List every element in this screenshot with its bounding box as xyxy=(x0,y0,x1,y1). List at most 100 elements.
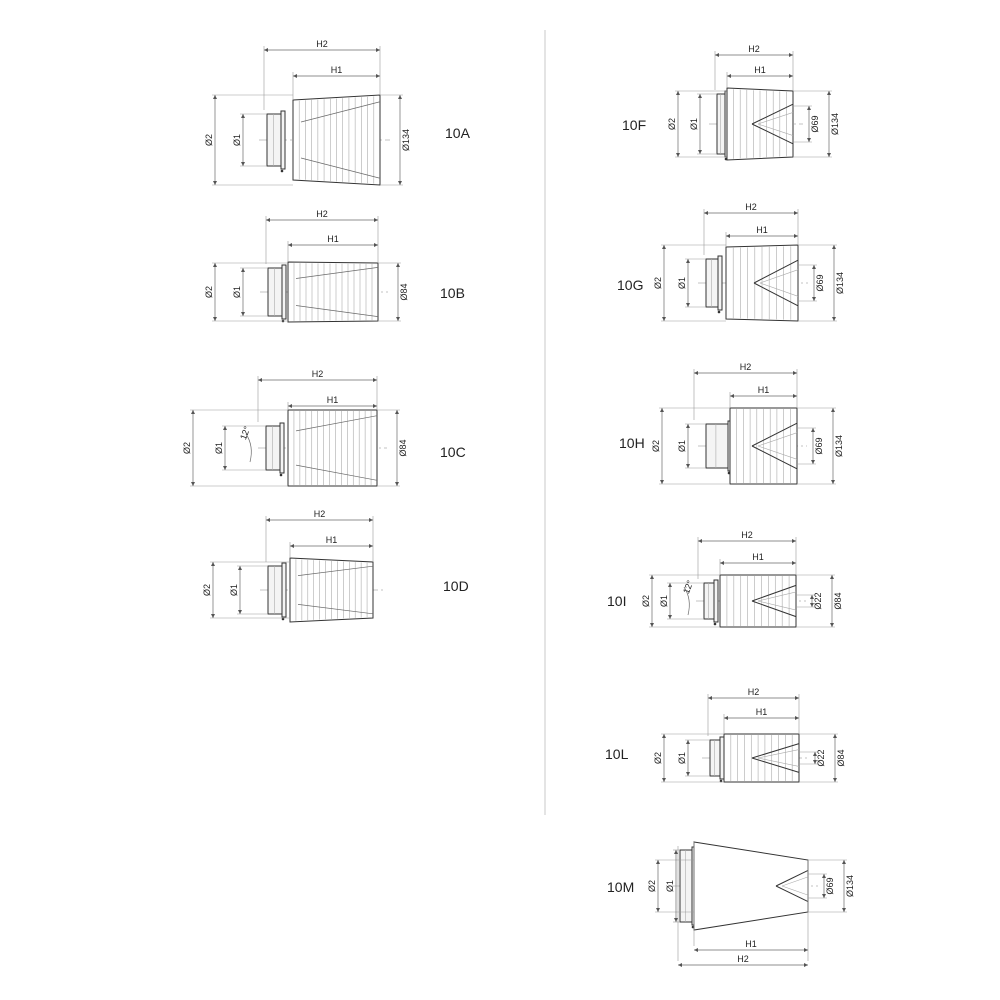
arrow-head xyxy=(833,778,837,782)
inner-cone-line xyxy=(757,600,797,611)
arrow-head xyxy=(662,778,666,782)
arrow-head xyxy=(686,464,690,468)
inner-cone-line xyxy=(757,445,798,460)
arrow-head xyxy=(656,908,660,912)
arrow-head xyxy=(662,245,666,249)
clamp-band xyxy=(280,110,286,170)
d1-dimension-label: Ø1 xyxy=(677,440,687,452)
h1-dimension-label: H1 xyxy=(327,395,339,405)
arrow-head xyxy=(395,482,399,486)
arrow-head xyxy=(676,153,680,157)
inner-taper-top xyxy=(300,101,381,123)
arrow-head xyxy=(795,696,799,700)
arrow-head xyxy=(241,268,245,272)
h1-dimension-label: H1 xyxy=(756,225,768,235)
inner-dimension-label: Ø69 xyxy=(810,115,820,132)
arrow-head xyxy=(807,138,811,142)
d1-dimension-label: Ø1 xyxy=(229,584,239,596)
arrow-head xyxy=(720,561,724,565)
angle-arc xyxy=(683,586,690,616)
outlet-dimension-label: Ø134 xyxy=(834,435,844,457)
inlet-flange xyxy=(703,582,715,620)
inlet-flange xyxy=(716,93,726,155)
model-code: 10I xyxy=(607,593,626,609)
model-code: 10G xyxy=(617,277,643,293)
arrow-head xyxy=(698,539,702,543)
arrow-head xyxy=(792,561,796,565)
arrow-head xyxy=(191,482,195,486)
model-code: 10C xyxy=(440,444,466,460)
arrow-head xyxy=(266,218,270,222)
arrow-head xyxy=(832,317,836,321)
arrow-head xyxy=(812,265,816,269)
angle-label: 12° xyxy=(238,424,252,441)
arrow-head xyxy=(668,615,672,619)
inner-cone-bottom xyxy=(751,757,800,773)
model-code: 10A xyxy=(445,125,471,141)
arrow-head xyxy=(213,263,217,267)
inner-cone-top xyxy=(751,103,794,125)
clamp-screw xyxy=(279,473,283,477)
arrow-head xyxy=(662,317,666,321)
inlet-flange xyxy=(705,258,719,308)
arrow-head xyxy=(694,948,698,952)
arrow-head xyxy=(694,371,698,375)
d1-dimension-label: Ø1 xyxy=(689,118,699,130)
inner-dimension-label: Ø22 xyxy=(813,592,823,609)
arrow-head xyxy=(223,426,227,430)
inlet-flange xyxy=(266,113,282,167)
h1-dimension-label: H1 xyxy=(327,234,339,244)
arrow-head xyxy=(726,234,730,238)
arrow-head xyxy=(830,575,834,579)
inner-cone-bottom xyxy=(775,885,809,903)
d2-dimension-label: Ø2 xyxy=(647,880,657,892)
filter-body xyxy=(693,841,809,931)
filter-body xyxy=(287,261,379,323)
arrow-head xyxy=(213,181,217,185)
arrow-head xyxy=(704,211,708,215)
inlet-flange xyxy=(709,739,721,777)
inner-cone-bottom xyxy=(751,600,797,618)
arrow-head xyxy=(241,162,245,166)
arrow-head xyxy=(396,317,400,321)
d1-dimension-label: Ø1 xyxy=(232,134,242,146)
arrow-head xyxy=(807,106,811,110)
arrow-head xyxy=(831,480,835,484)
inner-cone-line xyxy=(757,432,798,447)
arrow-head xyxy=(660,480,664,484)
arrow-head xyxy=(674,918,678,922)
arrow-head xyxy=(374,243,378,247)
h2-dimension-label: H2 xyxy=(737,954,749,964)
arrow-head xyxy=(698,150,702,154)
arrow-head xyxy=(396,263,400,267)
arrow-head xyxy=(223,466,227,470)
inlet-flange xyxy=(267,565,283,615)
arrow-head xyxy=(813,752,817,756)
clamp-band xyxy=(281,562,287,618)
h2-dimension-label: H2 xyxy=(748,44,760,54)
outlet-dimension-label: Ø134 xyxy=(830,113,840,135)
d1-dimension-label: Ø1 xyxy=(677,752,687,764)
outlet-dimension-label: Ø84 xyxy=(398,439,408,456)
arrow-head xyxy=(369,518,373,522)
h1-dimension-label: H1 xyxy=(326,535,338,545)
inner-cone-line xyxy=(781,885,809,896)
angle-label: 12° xyxy=(681,578,695,595)
arrow-head xyxy=(794,211,798,215)
inner-taper-top xyxy=(297,565,374,576)
inner-cone-line xyxy=(757,112,794,125)
angle-arc xyxy=(245,433,252,463)
arrow-head xyxy=(288,404,292,408)
arrow-head xyxy=(792,539,796,543)
arrow-head xyxy=(727,74,731,78)
arrow-head xyxy=(398,181,402,185)
d2-dimension-label: Ø2 xyxy=(204,134,214,146)
arrow-head xyxy=(842,860,846,864)
clamp-band xyxy=(279,422,285,474)
inner-taper-top xyxy=(295,415,378,432)
